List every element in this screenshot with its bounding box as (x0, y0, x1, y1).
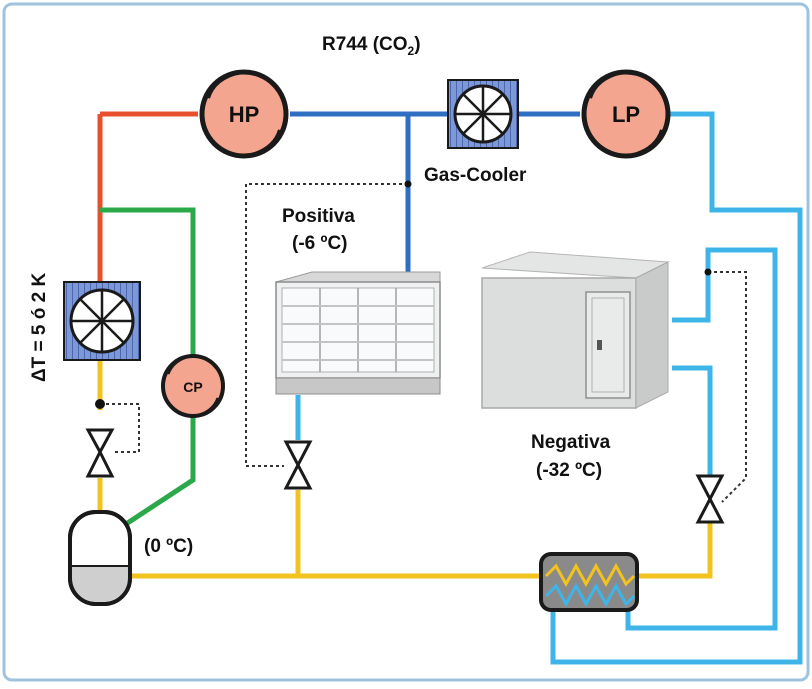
hp-label: HP (229, 102, 260, 127)
cp-compressor: CP (161, 354, 225, 418)
lp-compressor: LP (581, 69, 671, 159)
dotted-control-gc (100, 403, 140, 453)
dotted-control-negativa (708, 271, 747, 503)
pipe-yellow-to-negativa (636, 520, 713, 579)
receiver-temp-label: (0 ºC) (144, 536, 193, 557)
pipe-lightblue-negativa-supply (672, 365, 713, 480)
negativa-label: Negativa (531, 432, 611, 453)
positiva-label: Positiva (282, 206, 355, 227)
expansion-valve-gc (85, 428, 115, 478)
delta-t-label: ΔT = 5 ó 2 K (29, 273, 50, 382)
negativa-temp-label: (-32 ºC) (536, 460, 602, 481)
sensor-dot-positiva (404, 180, 412, 188)
sensor-dot-gc (95, 399, 105, 409)
dotted-control-positiva (245, 183, 408, 467)
cold-room-negativa (481, 251, 670, 409)
display-case-positiva (275, 271, 441, 395)
expansion-valve-positiva (283, 440, 313, 490)
positiva-temp-label: (-6 ºC) (292, 233, 348, 254)
sensor-dot-negativa (704, 268, 712, 276)
condenser-fan (63, 281, 141, 361)
cp-label: CP (183, 379, 202, 395)
lp-label: LP (612, 102, 640, 127)
pipe-lightblue-negativa-return (625, 247, 778, 631)
refrigerant-title: R744 (CO2) (322, 34, 421, 58)
gas-cooler-fan (447, 79, 519, 149)
liquid-receiver (68, 510, 132, 606)
pipe-lightblue-lp-return (550, 111, 803, 665)
heat-exchanger (539, 552, 639, 612)
pipe-green-upper (100, 207, 196, 360)
pipe-green-lower (124, 412, 196, 527)
expansion-valve-negativa (695, 474, 725, 524)
gas-cooler-label: Gas-Cooler (424, 165, 527, 186)
hp-compressor: HP (199, 69, 289, 159)
